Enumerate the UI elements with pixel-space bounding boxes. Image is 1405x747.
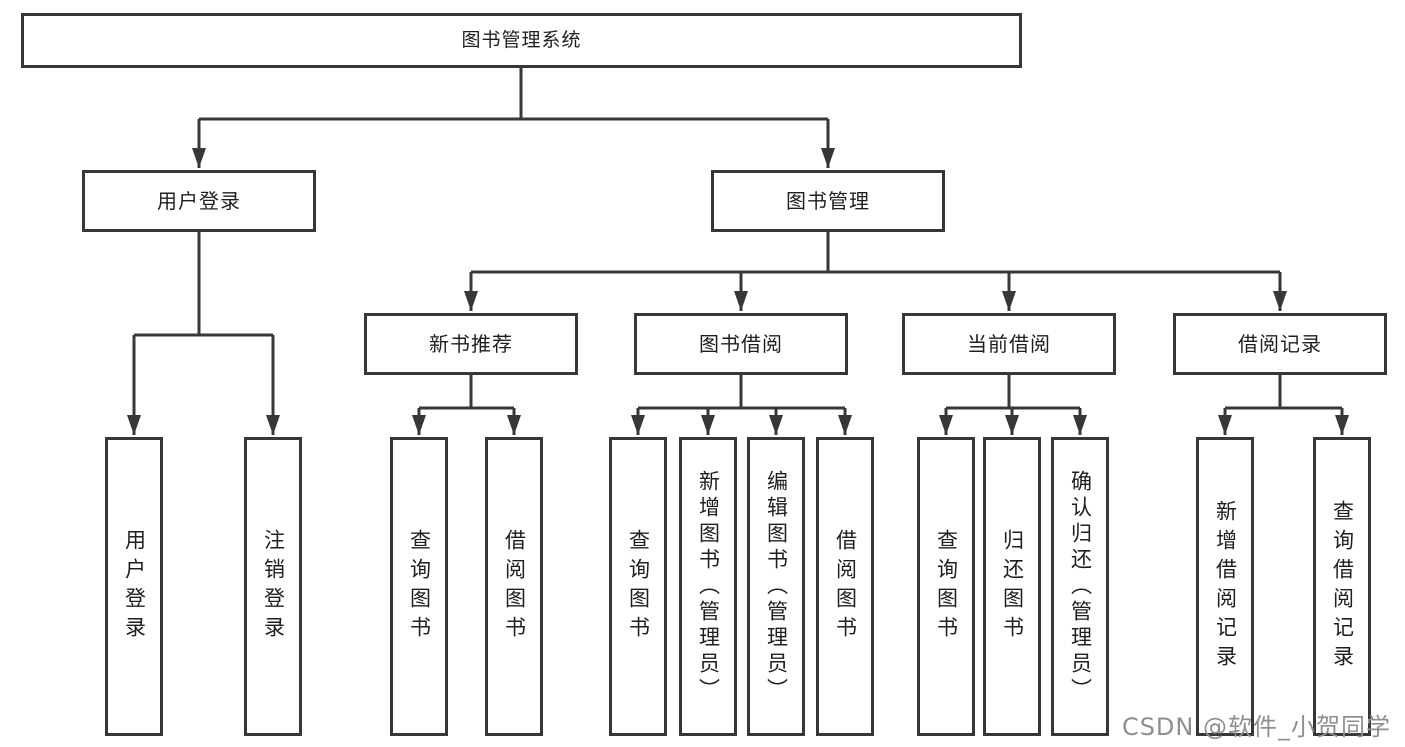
node-current-borrow: 当前借阅 bbox=[902, 313, 1116, 375]
connector-book-management-trunk bbox=[471, 232, 1280, 274]
node-leaf-logout: 注销登录 bbox=[244, 437, 302, 736]
connector-root-trunk bbox=[199, 67, 828, 121]
connector-borrow-records-trunk bbox=[1225, 375, 1342, 410]
connector-new-book-recommend-trunk bbox=[419, 375, 514, 410]
csdn-watermark: CSDN @软件_小贺同学 bbox=[1121, 713, 1391, 741]
node-user-login: 用户登录 bbox=[82, 170, 316, 232]
node-book-borrow: 图书借阅 bbox=[634, 313, 848, 375]
node-book-management: 图书管理 bbox=[711, 170, 945, 232]
node-library-management-system: 图书管理系统 bbox=[21, 13, 1022, 68]
node-leaf-br-query-record: 查询借阅记录 bbox=[1313, 437, 1371, 736]
node-leaf-bb-add-book-admin: 新增图书（管理员） bbox=[679, 437, 737, 736]
node-leaf-br-add-record: 新增借阅记录 bbox=[1196, 437, 1254, 736]
node-leaf-cb-query-book: 查询图书 bbox=[917, 437, 975, 736]
node-leaf-rec-query-book: 查询图书 bbox=[390, 437, 448, 736]
node-leaf-bb-edit-book-admin: 编辑图书（管理员） bbox=[747, 437, 805, 736]
node-new-book-recommend: 新书推荐 bbox=[364, 313, 578, 375]
node-leaf-user-login: 用户登录 bbox=[105, 437, 163, 736]
connector-book-borrow-trunk bbox=[638, 375, 845, 410]
node-leaf-cb-return-book: 归还图书 bbox=[983, 437, 1041, 736]
connector-current-borrow-trunk bbox=[946, 375, 1080, 410]
node-leaf-rec-borrow-book: 借阅图书 bbox=[485, 437, 543, 736]
node-leaf-bb-borrow-book: 借阅图书 bbox=[816, 437, 874, 736]
node-borrow-records: 借阅记录 bbox=[1173, 313, 1387, 375]
node-leaf-cb-confirm-return-admin: 确认归还（管理员） bbox=[1051, 437, 1109, 736]
connector-user-login-trunk bbox=[134, 232, 273, 337]
node-leaf-bb-query-book: 查询图书 bbox=[609, 437, 667, 736]
